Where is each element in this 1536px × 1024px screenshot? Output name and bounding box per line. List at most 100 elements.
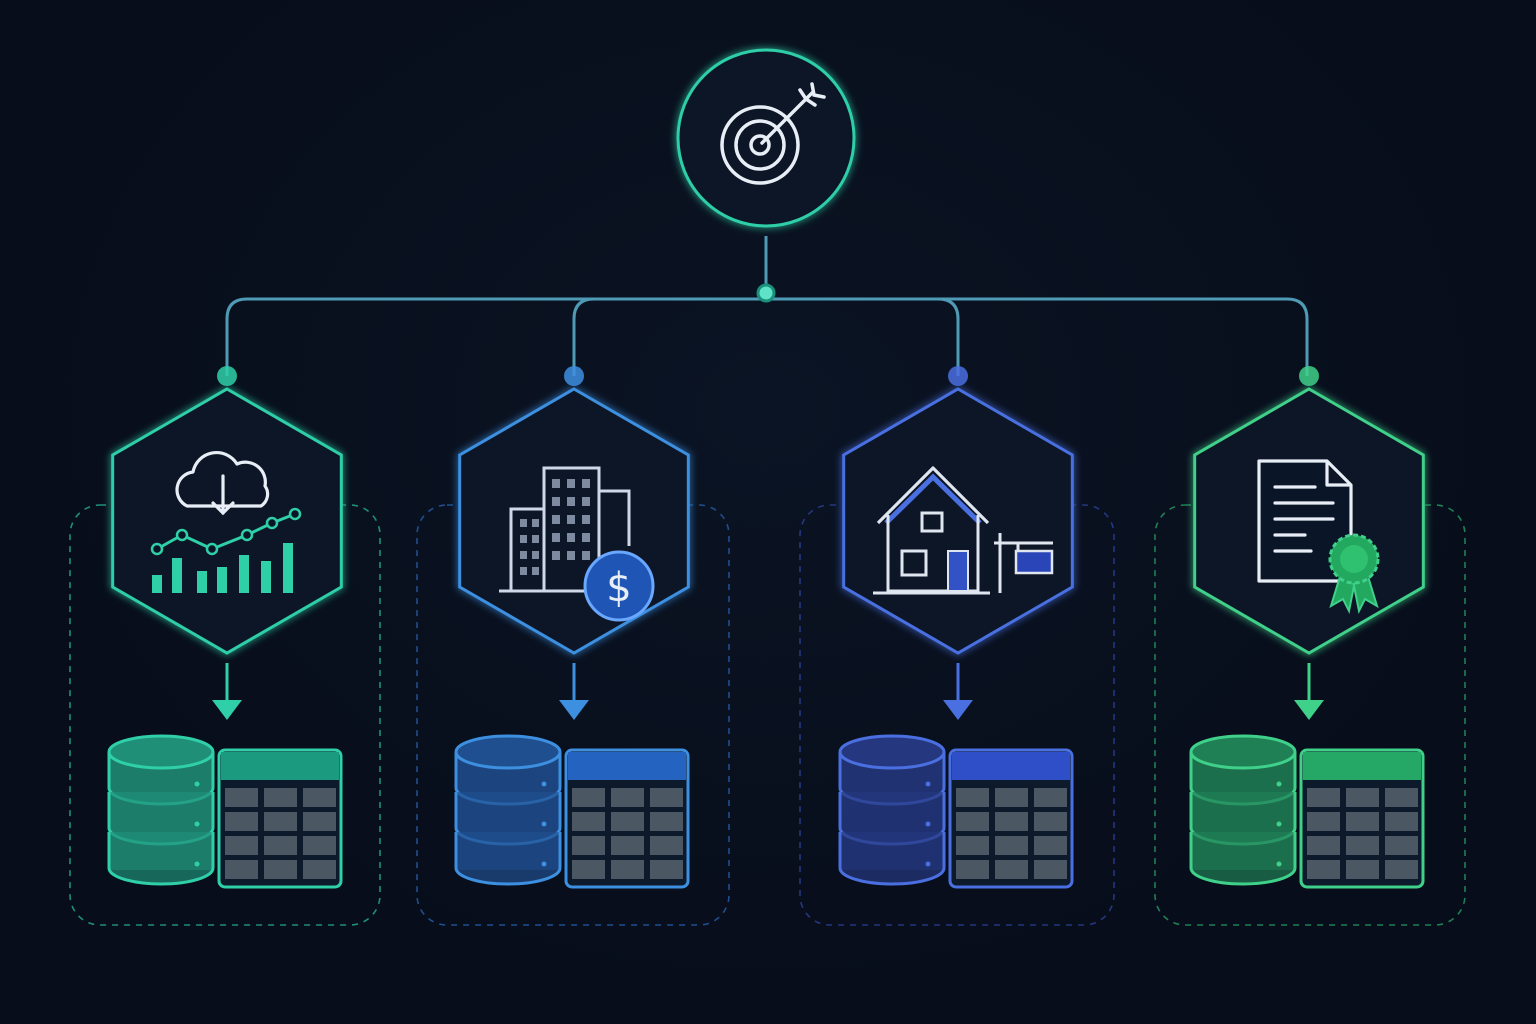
table-cell [956, 788, 989, 807]
door [947, 550, 969, 592]
branch-dashed-frame [799, 504, 1115, 926]
target-arrow-icon [720, 82, 826, 185]
db-led [925, 861, 931, 867]
table-cell [956, 812, 989, 831]
window [532, 519, 539, 527]
db-led [1276, 861, 1282, 867]
db-led [541, 781, 547, 787]
connector-lines [225, 236, 1309, 376]
building-right [599, 489, 631, 546]
table-cell [1346, 812, 1379, 831]
table-cell [1034, 836, 1067, 855]
branch-anchor-dot [564, 366, 584, 386]
window [532, 535, 539, 543]
window [552, 515, 560, 524]
table-cell [995, 812, 1028, 831]
table-cell [264, 836, 297, 855]
window [552, 551, 560, 560]
down-arrow-head [1294, 700, 1324, 720]
dollar-symbol: $ [606, 565, 631, 611]
table-cell [956, 860, 989, 879]
table-cell [650, 812, 683, 831]
table-cell [611, 812, 644, 831]
db-led [1276, 821, 1282, 827]
bar [217, 567, 227, 593]
window [582, 533, 590, 542]
bar [239, 555, 249, 593]
branch-line-2 [572, 297, 595, 376]
cloud-shape [175, 451, 270, 508]
window [567, 497, 575, 506]
window [900, 549, 928, 577]
table-cell [1307, 860, 1340, 879]
window [532, 567, 539, 575]
table-cell [572, 860, 605, 879]
branch-anchor-dot [948, 366, 968, 386]
branches-layer: $ [69, 366, 1466, 926]
window [582, 515, 590, 524]
table-cell [650, 788, 683, 807]
branch-line-4 [1286, 297, 1309, 376]
db-segment [454, 832, 562, 886]
roof-inner [884, 473, 982, 525]
table-header [1303, 752, 1421, 780]
cloud-download-chart-icon [150, 451, 302, 593]
db-top [838, 734, 946, 770]
table-cell [995, 860, 1028, 879]
bar [261, 561, 271, 593]
table-cell [303, 812, 336, 831]
sign-post [994, 533, 1053, 593]
root-node [676, 48, 856, 228]
db-led [541, 861, 547, 867]
table-cell [1034, 788, 1067, 807]
download-arrow [211, 474, 235, 516]
branch-residential-property [799, 366, 1115, 926]
table-cell [1385, 836, 1418, 855]
db-segment [838, 832, 946, 886]
table-cell [650, 860, 683, 879]
db-segment [1189, 832, 1297, 886]
table-cell [1034, 860, 1067, 879]
window [567, 551, 575, 560]
table-cell [1385, 788, 1418, 807]
window [532, 551, 539, 559]
window [552, 497, 560, 506]
bar [197, 571, 207, 593]
db-segment [107, 832, 215, 886]
trend-point [288, 507, 302, 521]
window [582, 497, 590, 506]
table-cell [225, 812, 258, 831]
table-grid-icon [1299, 748, 1425, 889]
house-walls [886, 515, 980, 593]
roof-outer [876, 466, 990, 525]
table-header [568, 752, 686, 780]
table-cell [956, 836, 989, 855]
certificate-document-icon [1257, 459, 1380, 615]
table-cell [1346, 788, 1379, 807]
branch-commercial-finance: $ [416, 366, 730, 926]
window [520, 535, 527, 543]
table-grid-icon [948, 748, 1074, 889]
table-cell [650, 836, 683, 855]
table-grid-icon [564, 748, 690, 889]
trend-point [265, 516, 279, 530]
trend-point [240, 528, 254, 542]
window [552, 533, 560, 542]
down-arrow-head [943, 700, 973, 720]
table-cell [611, 788, 644, 807]
bus-junction-dot [756, 283, 776, 303]
database-icon [838, 734, 946, 886]
db-led [925, 781, 931, 787]
table-cell [611, 860, 644, 879]
coin-circle [583, 550, 655, 622]
trend-point [205, 542, 219, 556]
table-cell [225, 860, 258, 879]
attic-window [920, 511, 944, 533]
table-cell [572, 788, 605, 807]
table-cell [303, 788, 336, 807]
down-arrow-head [559, 700, 589, 720]
branch-hexagon [111, 387, 343, 655]
db-led [194, 861, 200, 867]
trend-point [150, 542, 164, 556]
